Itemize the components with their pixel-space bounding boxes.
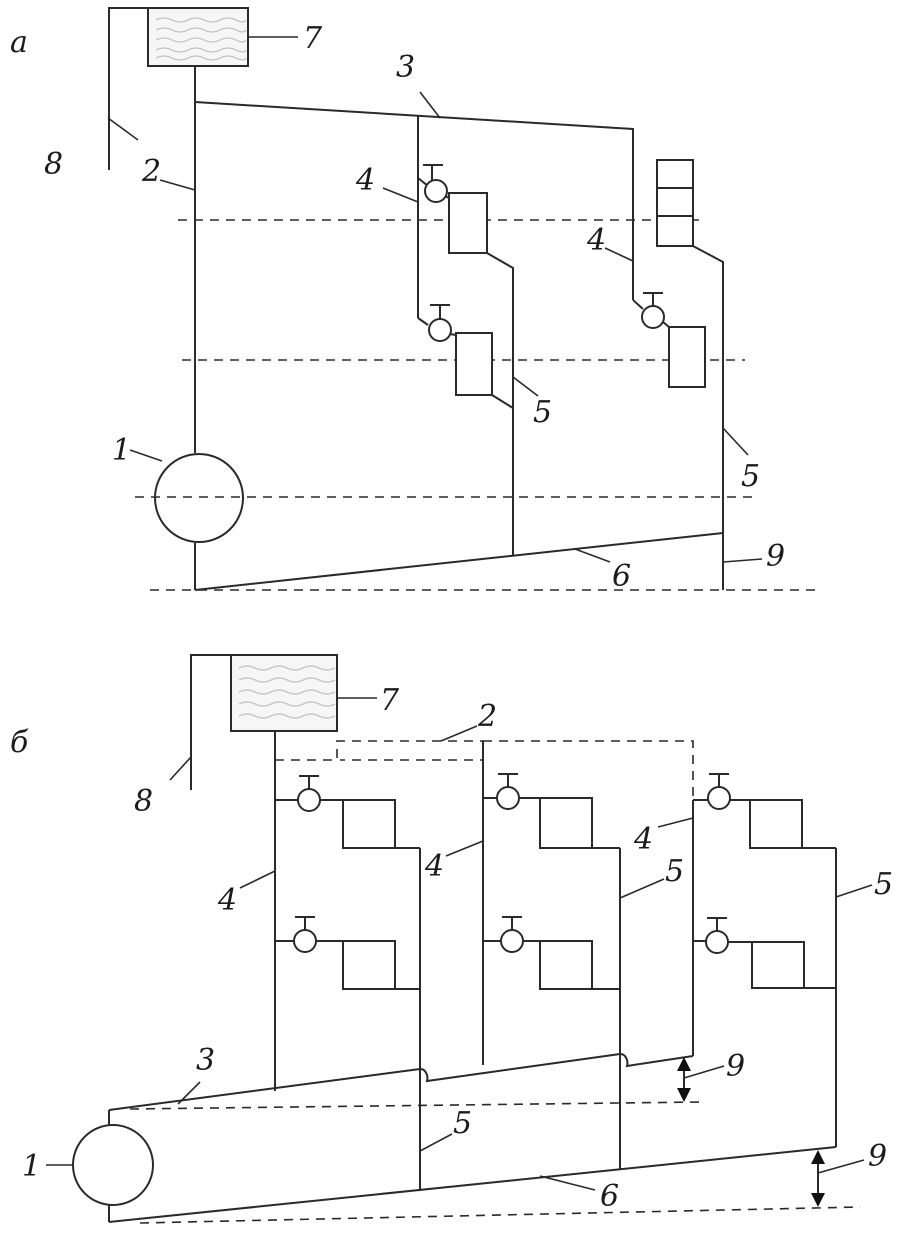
panel-a-letter: а bbox=[10, 25, 28, 60]
radiator-icon bbox=[448, 192, 488, 254]
label-return-riser: 5 bbox=[741, 459, 760, 494]
label-supply-line: 3 bbox=[396, 50, 415, 85]
label-return-line: 6 bbox=[600, 1179, 619, 1214]
double-arrow-icon bbox=[677, 1057, 691, 1102]
panel-a: а bbox=[10, 7, 820, 594]
distribution-line bbox=[275, 740, 484, 761]
label-expansion-tank: 7 bbox=[303, 21, 323, 56]
expansion-tank-icon bbox=[230, 654, 338, 732]
radiator-icon bbox=[539, 797, 593, 849]
label-return-riser: 5 bbox=[453, 1106, 472, 1141]
double-arrow-icon bbox=[811, 1150, 825, 1207]
label-supply-riser: 4 bbox=[217, 883, 237, 918]
radiator-icon bbox=[342, 799, 396, 849]
label-return-line: 6 bbox=[612, 559, 631, 594]
return-riser bbox=[486, 252, 514, 555]
level-line bbox=[139, 1206, 861, 1224]
valve-icon bbox=[496, 773, 520, 810]
valve-icon bbox=[423, 164, 448, 203]
overflow-pipe bbox=[190, 654, 231, 790]
supply-line bbox=[108, 1053, 694, 1111]
valve-icon bbox=[707, 773, 731, 810]
radiator-icon bbox=[749, 799, 803, 849]
label-boiler: 1 bbox=[112, 433, 131, 468]
label-supply-line: 3 bbox=[196, 1043, 215, 1078]
return-line bbox=[108, 1146, 837, 1223]
overflow-pipe bbox=[108, 7, 148, 170]
expansion-tank-icon bbox=[147, 7, 249, 67]
valve-icon bbox=[297, 775, 321, 812]
valve-icon bbox=[428, 304, 452, 342]
return-line bbox=[194, 532, 724, 591]
radiator-icon bbox=[539, 940, 593, 990]
boiler-icon bbox=[72, 1124, 154, 1206]
label-boiler: 1 bbox=[22, 1149, 41, 1184]
radiator-icon bbox=[668, 326, 706, 388]
label-overflow-pipe: 8 bbox=[134, 784, 153, 819]
radiator-icon bbox=[455, 332, 493, 396]
valve-icon bbox=[641, 292, 665, 329]
return-riser bbox=[692, 245, 724, 590]
label-slope: 9 bbox=[726, 1049, 745, 1084]
radiator-icon bbox=[342, 940, 396, 990]
label-supply-riser: 4 bbox=[355, 163, 375, 198]
label-supply-riser: 4 bbox=[424, 849, 444, 884]
riser-group-2 bbox=[482, 741, 621, 1170]
valve-branch bbox=[632, 299, 644, 310]
supply-line bbox=[194, 101, 634, 300]
valve-icon bbox=[705, 917, 729, 954]
label-overflow-pipe: 8 bbox=[44, 147, 63, 182]
valve-icon bbox=[500, 916, 524, 953]
label-main-riser: 2 bbox=[141, 154, 161, 189]
boiler-icon bbox=[154, 453, 244, 543]
valve-icon bbox=[293, 916, 317, 953]
panel-b: б bbox=[10, 654, 893, 1224]
label-return-riser: 5 bbox=[874, 867, 893, 902]
radiator-icon bbox=[751, 941, 805, 989]
riser-group-2 bbox=[632, 159, 724, 590]
riser-group-1 bbox=[274, 731, 421, 1191]
riser-group-3 bbox=[692, 773, 837, 1147]
radiator-icon bbox=[656, 159, 694, 247]
panel-b-letter: б bbox=[10, 725, 29, 760]
label-expansion-tank: 7 bbox=[380, 683, 400, 718]
label-supply-riser: 4 bbox=[633, 822, 653, 857]
label-distribution-line: 2 bbox=[477, 699, 497, 734]
level-line bbox=[129, 1101, 701, 1110]
label-slope: 9 bbox=[868, 1139, 887, 1174]
label-return-riser: 5 bbox=[665, 854, 684, 889]
distribution-line bbox=[483, 740, 694, 800]
label-supply-riser: 4 bbox=[586, 223, 606, 258]
label-slope: 9 bbox=[766, 539, 785, 574]
label-return-riser: 5 bbox=[533, 395, 552, 430]
riser-group-1 bbox=[417, 115, 514, 555]
